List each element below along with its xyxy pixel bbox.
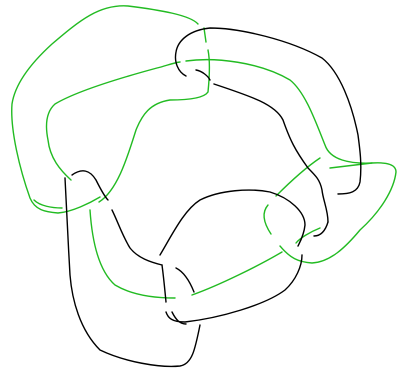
black-strand: [65, 28, 361, 366]
green-inner-right: [264, 205, 271, 234]
black-top-left-hook: [72, 171, 108, 200]
black-central-dome: [160, 190, 305, 255]
green-center-drop: [99, 50, 210, 202]
black-top-hook: [175, 28, 360, 194]
green-lower-left: [90, 210, 175, 298]
black-lower-drop: [176, 268, 194, 292]
green-lower-right: [192, 252, 282, 295]
green-diagonal-up: [276, 158, 320, 196]
black-bottom-loop: [166, 255, 302, 322]
black-left-diagonal: [112, 210, 162, 265]
black-center-diagonal: [214, 84, 328, 222]
black-top-inner: [196, 70, 210, 80]
green-upper-right: [186, 60, 396, 263]
green-left-arc-end: [34, 200, 62, 208]
black-left-stem: [65, 178, 200, 366]
green-top-vertical: [204, 28, 206, 42]
green-horizontal-right: [330, 163, 372, 168]
black-lower-middle: [162, 265, 166, 302]
green-inner-loop: [46, 62, 180, 180]
green-outer-loop: [12, 6, 198, 213]
